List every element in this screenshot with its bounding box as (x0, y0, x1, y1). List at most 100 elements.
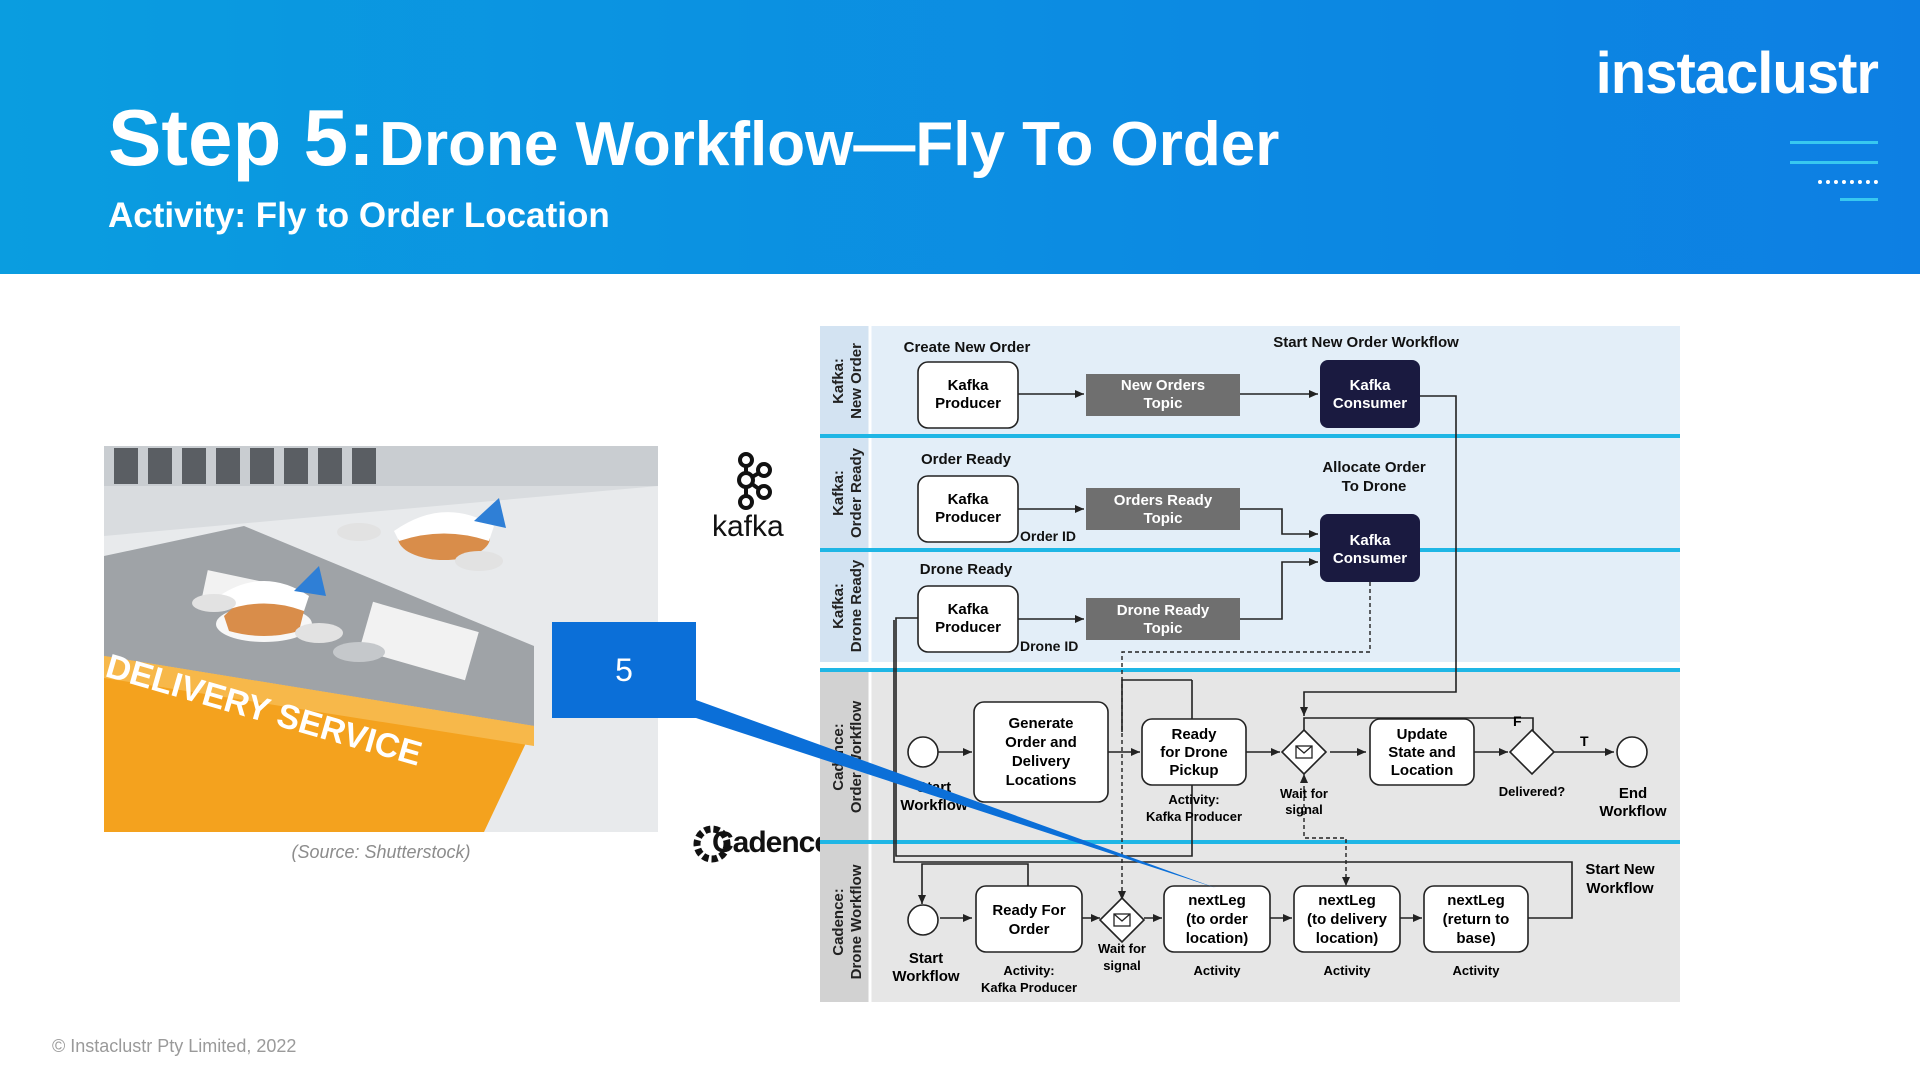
update-state-task: Update State and Location (1369, 718, 1475, 786)
order-ready-kafka-consumer: Kafka Consumer (1320, 514, 1420, 582)
svg-text:Activity:: Activity: (1168, 792, 1219, 807)
svg-text:Order Workflow: Order Workflow (848, 701, 865, 814)
new-orders-topic: New Orders Topic (1086, 374, 1240, 416)
svg-text:Drone Ready: Drone Ready (1117, 602, 1210, 619)
delivered-decision-label: Delivered? (1499, 784, 1566, 799)
svg-text:State and: State and (1388, 744, 1456, 761)
footer-copyright: © Instaclustr Pty Limited, 2022 (52, 1036, 297, 1056)
drone-workflow-start-event (907, 904, 939, 936)
svg-text:Kafka: Kafka (948, 601, 990, 618)
svg-text:signal: signal (1103, 958, 1141, 973)
svg-text:Workflow: Workflow (892, 968, 960, 985)
drone-wait-signal-gateway (1098, 896, 1146, 944)
title-main: Drone Workflow—Fly To Order (379, 110, 1280, 179)
ready-for-drone-pickup-activity: Activity: Kafka Producer (1146, 792, 1242, 824)
page-title: Step 5: Drone Workflow—Fly To Order (108, 92, 1279, 184)
svg-text:(return to: (return to (1443, 911, 1510, 928)
svg-text:New Order: New Order (848, 343, 865, 419)
decision-true-label: T (1580, 733, 1589, 749)
svg-text:location): location) (1316, 930, 1379, 947)
deco-dots (1818, 180, 1878, 184)
svg-text:Generate: Generate (1008, 715, 1073, 732)
label-order-id: Order ID (1020, 528, 1076, 544)
cadence-logo-icon (693, 825, 731, 863)
ready-for-order-activity: Activity: Kafka Producer (981, 963, 1077, 995)
drone-delivery-photo: DELIVERY SERVICE (104, 446, 658, 832)
svg-text:nextLeg: nextLeg (1318, 892, 1376, 909)
new-order-kafka-consumer: Kafka Consumer (1320, 360, 1420, 428)
svg-text:Delivery: Delivery (1012, 753, 1071, 770)
svg-text:Topic: Topic (1144, 620, 1183, 637)
drone-ready-topic: Drone Ready Topic (1086, 598, 1240, 640)
svg-text:Cadence:: Cadence: (830, 888, 847, 956)
next-leg-return-base-task: nextLeg (return to base) (1423, 885, 1529, 953)
svg-text:(to delivery: (to delivery (1307, 911, 1388, 928)
svg-text:Kafka: Kafka (948, 377, 990, 394)
order-ready-kafka-producer: Kafka Producer (917, 475, 1019, 543)
order-workflow-end-label: End Workflow (1599, 785, 1667, 820)
svg-text:Start New: Start New (1585, 861, 1655, 878)
svg-text:Consumer: Consumer (1333, 550, 1407, 567)
svg-text:Producer: Producer (935, 509, 1001, 526)
svg-text:Start: Start (909, 950, 943, 967)
svg-text:New Orders: New Orders (1121, 377, 1205, 394)
next-leg-to-order-task: nextLeg (to order location) (1163, 885, 1271, 953)
order-workflow-start-event (907, 736, 939, 768)
leg2-activity-label: Activity (1324, 963, 1372, 978)
lane-order-workflow (820, 672, 1680, 842)
kafka-logo-text: kafka (712, 510, 784, 543)
caption-create-new-order: Create New Order (904, 339, 1031, 356)
deco-line-2 (1790, 161, 1878, 164)
order-workflow-end-event (1616, 736, 1648, 768)
svg-text:Allocate Order: Allocate Order (1322, 459, 1426, 476)
svg-text:Kafka:: Kafka: (830, 470, 847, 516)
caption-allocate-order: Allocate Order To Drone (1322, 459, 1426, 495)
brand-logo: instaclustr (1595, 41, 1879, 106)
svg-text:for Drone: for Drone (1160, 744, 1228, 761)
svg-text:Wait for: Wait for (1098, 941, 1146, 956)
deco-line-3 (1840, 198, 1878, 201)
lane-label-order-ready: Kafka:Order Ready (830, 447, 865, 538)
svg-text:Locations: Locations (1006, 772, 1077, 789)
new-order-kafka-producer: Kafka Producer (917, 361, 1019, 429)
svg-text:Activity:: Activity: (1003, 963, 1054, 978)
start-new-workflow-label: Start New Workflow (1585, 861, 1655, 897)
svg-text:Kafka: Kafka (948, 491, 990, 508)
svg-text:Order and: Order and (1005, 734, 1077, 751)
svg-text:Workflow: Workflow (1586, 880, 1654, 897)
svg-text:Pickup: Pickup (1169, 762, 1218, 779)
orders-ready-topic: Orders Ready Topic (1086, 488, 1240, 530)
svg-text:Kafka Producer: Kafka Producer (981, 980, 1077, 995)
svg-text:Drone Workflow: Drone Workflow (848, 864, 865, 979)
caption-order-ready: Order Ready (921, 451, 1012, 468)
leg1-activity-label: Activity (1194, 963, 1242, 978)
svg-text:Consumer: Consumer (1333, 395, 1407, 412)
lane-label-order-workflow: Cadence:Order Workflow (830, 701, 865, 814)
svg-text:Kafka: Kafka (1350, 532, 1392, 549)
ready-for-drone-pickup-task: Ready for Drone Pickup (1141, 718, 1247, 786)
kafka-logo-icon (737, 452, 772, 510)
caption-drone-ready: Drone Ready (920, 561, 1013, 578)
caption-start-new-order-workflow: Start New Order Workflow (1273, 334, 1459, 351)
generate-locations-task: Generate Order and Delivery Locations (973, 701, 1109, 803)
svg-text:Producer: Producer (935, 619, 1001, 636)
svg-text:signal: signal (1285, 802, 1323, 817)
leg3-activity-label: Activity (1453, 963, 1501, 978)
svg-text:(to order: (to order (1186, 911, 1248, 928)
ready-for-order-task: Ready For Order (975, 885, 1083, 953)
svg-text:Topic: Topic (1144, 395, 1183, 412)
order-wait-signal-gateway (1280, 728, 1328, 776)
svg-text:Drone Ready: Drone Ready (848, 559, 865, 652)
photo-source: (Source: Shutterstock) (291, 842, 471, 862)
deco-line-1 (1790, 141, 1878, 144)
svg-text:Wait for: Wait for (1280, 786, 1328, 801)
drone-ready-kafka-producer: Kafka Producer (917, 585, 1019, 653)
svg-text:Order Ready: Order Ready (848, 447, 865, 538)
order-wait-signal-label: Wait for signal (1280, 786, 1328, 817)
svg-text:Kafka:: Kafka: (830, 358, 847, 404)
svg-text:Kafka Producer: Kafka Producer (1146, 809, 1242, 824)
svg-text:Order: Order (1009, 921, 1050, 938)
svg-text:nextLeg: nextLeg (1188, 892, 1246, 909)
next-leg-to-delivery-task: nextLeg (to delivery location) (1293, 885, 1401, 953)
